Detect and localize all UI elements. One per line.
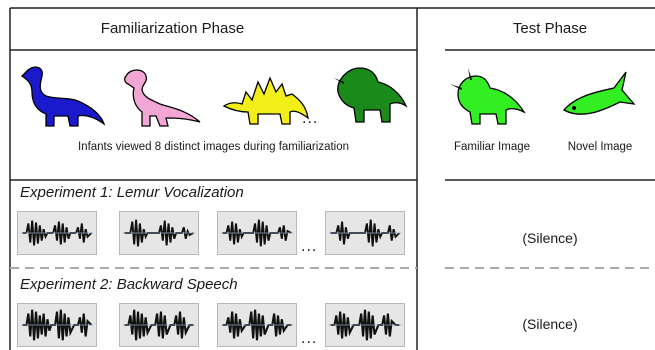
yellow-stegosaurus-icon: [222, 76, 309, 125]
waveform-3: [217, 211, 297, 255]
blue-sauropod-icon: [20, 66, 106, 127]
experiment-2-title: Experiment 2: Backward Speech: [20, 276, 238, 293]
waveform-4: [325, 211, 405, 255]
waveform-5: [17, 303, 97, 347]
experiment-1-test-label: (Silence): [522, 230, 578, 246]
waveform-1: [17, 211, 97, 255]
experiment-1-ellipsis: ...: [301, 238, 318, 255]
pink-trex-icon: [124, 69, 201, 127]
familiar-image-label: Familiar Image: [453, 141, 531, 153]
green-ceratopsian-icon: [334, 67, 408, 123]
experiment-1-title: Experiment 1: Lemur Vocalization: [20, 184, 244, 201]
waveform-6: [119, 303, 199, 347]
familiarization-phase-header: Familiarization Phase: [100, 20, 245, 37]
green-fish-icon: [562, 71, 636, 115]
novel-image-label: Novel Image: [567, 141, 633, 153]
waveform-7: [217, 303, 297, 347]
test-phase-header: Test Phase: [512, 20, 588, 37]
green-triceratops-icon: [450, 68, 526, 125]
experiment-2-ellipsis: ...: [301, 330, 318, 347]
experiment-2-test-label: (Silence): [522, 316, 578, 332]
familiarization-caption: Infants viewed 8 distinct images during …: [77, 141, 350, 153]
familiarization-ellipsis: ...: [302, 110, 319, 127]
waveform-8: [325, 303, 405, 347]
waveform-2: [119, 211, 199, 255]
